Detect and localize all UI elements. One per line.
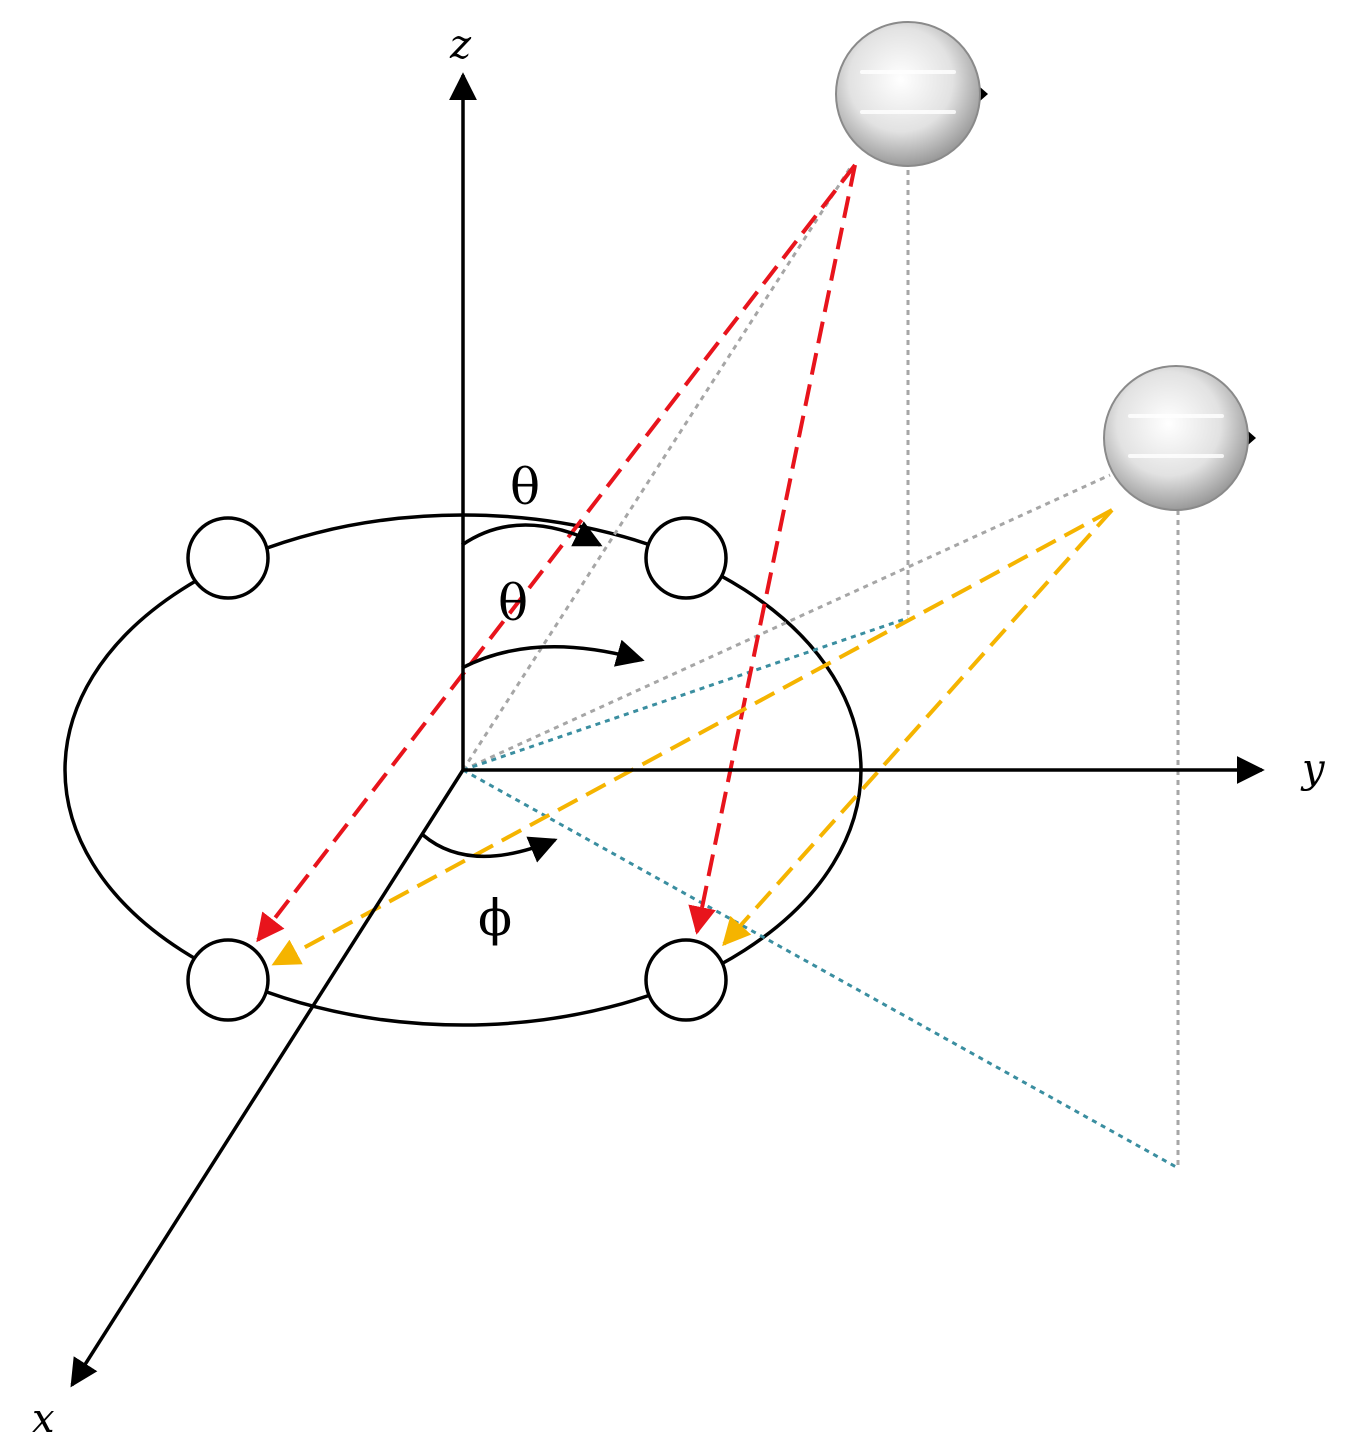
receiver-back-left [186,516,270,600]
theta-label-1: θ [510,458,540,516]
phi-label: ϕ [478,889,512,947]
receiver-back-right [644,516,728,600]
yellow-rays [271,508,1114,966]
y-axis-label: y [1300,746,1326,792]
theta-arc-2 [461,639,645,670]
emitter-far [1103,365,1256,511]
receiver-front-right [644,938,728,1022]
z-axis-label: z [449,22,472,68]
receiver-front-left [186,938,270,1022]
x-axis-label: x [32,1396,55,1442]
phi-arc [421,833,558,863]
emitter-near [835,21,988,167]
x-axis [70,769,465,1388]
gray-projection-lines [461,167,1180,1168]
red-rays [256,163,857,943]
theta-label-2: θ [498,574,528,632]
teal-projection-lines [462,616,1179,1170]
theta-arc-1 [461,521,603,547]
